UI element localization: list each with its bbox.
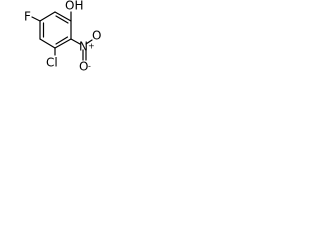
nitro-o-bottom-label: O bbox=[79, 60, 88, 74]
ring-bond-bottom-left bbox=[39, 38, 56, 49]
nitro-plus-label: + bbox=[88, 42, 95, 51]
ring-bond-top-left bbox=[39, 11, 56, 22]
bond-to-nitro bbox=[70, 38, 81, 45]
ring-bond-top-right bbox=[54, 11, 72, 22]
nitro-minus-label: - bbox=[88, 62, 91, 71]
ring-double-bond-top-right bbox=[55, 15, 69, 24]
ring-double-bond-bottom-right bbox=[55, 36, 69, 45]
molecule-svg: OH F Cl N + O O - bbox=[24, 0, 101, 74]
ring-bond-bottom-right bbox=[54, 38, 72, 49]
nitro-o-top-label: O bbox=[92, 29, 101, 43]
nitro-n-label: N bbox=[79, 40, 88, 54]
fluoro-label: F bbox=[24, 10, 31, 24]
hydroxyl-label: OH bbox=[65, 0, 83, 13]
bond-to-fluoro bbox=[31, 16, 41, 22]
chloro-label: Cl bbox=[46, 56, 58, 70]
structure-diagram: OH F Cl N + O O - bbox=[0, 0, 105, 83]
nitro-bond-o-top bbox=[85, 39, 93, 45]
